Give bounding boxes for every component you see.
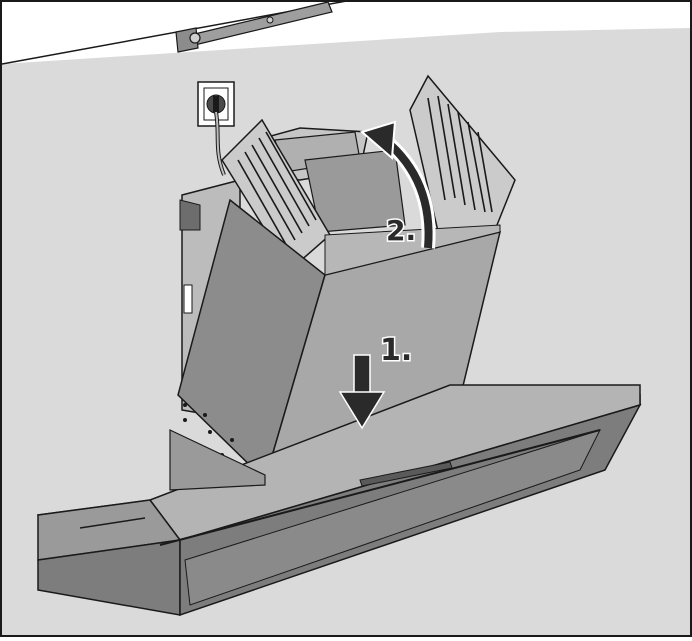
- curved-arrow-icon: [359, 120, 436, 249]
- down-arrow-icon: [338, 354, 386, 430]
- ceiling: [2, 2, 690, 64]
- left-grille-panel: [221, 118, 331, 272]
- hood-body: [36, 384, 642, 617]
- carbon-filter: [304, 149, 406, 233]
- step-1-label: 1.: [380, 333, 412, 368]
- bracket-icon: [175, 1, 333, 53]
- step-2-label: 2.: [386, 214, 416, 247]
- right-grille-panel: [409, 74, 516, 241]
- socket-icon: [197, 81, 235, 127]
